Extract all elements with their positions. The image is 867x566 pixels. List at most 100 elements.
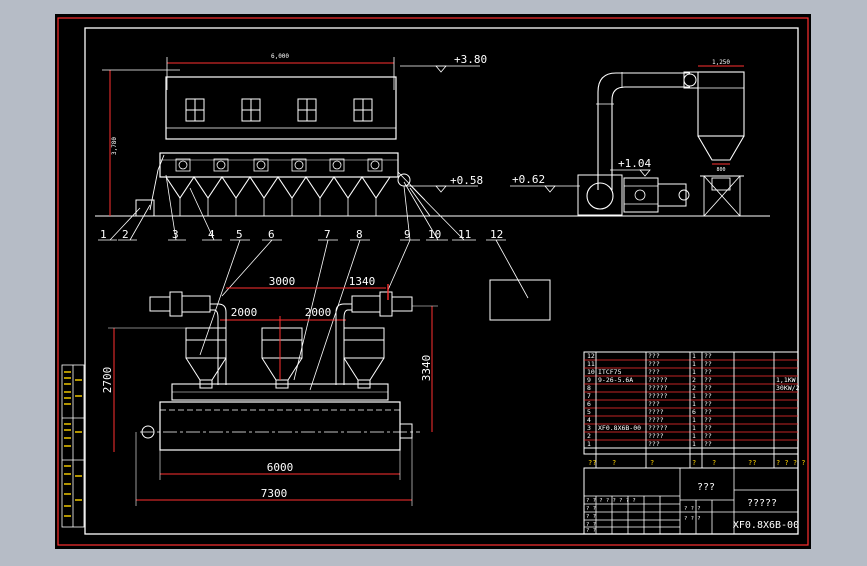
svg-text:? ?: ? ?: [586, 528, 596, 534]
bom-cell-mat: ??: [704, 416, 712, 424]
svg-text:? ?: ? ?: [586, 506, 596, 512]
control-cabinet-box: [489, 279, 551, 321]
bom-cell-no: 2: [587, 432, 591, 440]
dim-3340: 3340: [420, 355, 433, 382]
bom-cell-mat: ??: [704, 440, 712, 448]
callout-10: 10: [428, 228, 441, 241]
bom-cell-no: 11: [587, 360, 595, 368]
left-title-strip: [61, 364, 85, 528]
bom-cell-qty: 1: [692, 424, 696, 432]
bom-cell-no: 9: [587, 376, 591, 384]
bom-cell-mat: ??: [704, 352, 712, 360]
svg-text:? ?: ? ?: [586, 514, 596, 520]
elev-bed: +0.58: [450, 174, 483, 187]
bom-cell-code: 9-26-5.6A: [598, 376, 633, 384]
title-block: ??? ????? XF0.8X6B-00 ? ? ? ? ? ? ? ? ? …: [583, 467, 799, 535]
bom-cell-mat: ??: [704, 368, 712, 376]
callout-4: 4: [208, 228, 215, 241]
callout-8: 8: [356, 228, 363, 241]
bom-cell-name: ???: [648, 352, 660, 360]
bom-cell-name: ?????: [648, 376, 668, 384]
bom-cell-qty: 1: [692, 432, 696, 440]
callout-1: 1: [100, 228, 107, 241]
dim-hood-label: 1,250: [712, 59, 730, 66]
elev-fan: +0.62: [512, 173, 545, 186]
bom-cell-no: 5: [587, 408, 591, 416]
bom-cell-mat: ??: [704, 376, 712, 384]
bom-cell-mat: ??: [704, 408, 712, 416]
dim-3000: 3000: [269, 275, 296, 288]
dim-small-label: 800: [716, 167, 725, 173]
bom-cell-name: ???: [648, 360, 660, 368]
dim-6000: 6000: [267, 461, 294, 474]
bom-header-2: ?: [650, 459, 654, 467]
bom-cell-mat: ??: [704, 384, 712, 392]
drawing-number: XF0.8X6B-00: [733, 520, 799, 531]
bom-cell-qty: 2: [692, 376, 696, 384]
callout-5: 5: [236, 228, 243, 241]
svg-text:? ? ?: ? ? ?: [684, 516, 701, 522]
bom-cell-name: ????: [648, 416, 664, 424]
bom-cell-mat: ??: [704, 400, 712, 408]
bom-cell-no: 8: [587, 384, 591, 392]
bom-cell-no: 7: [587, 392, 591, 400]
callout-3: 3: [172, 228, 179, 241]
bom-cell-mat: ??: [704, 424, 712, 432]
bom-header-3: ?: [692, 459, 696, 467]
bom-cell-qty: 1: [692, 400, 696, 408]
left-strip-ticks: [64, 371, 82, 517]
bom-cell-qty: 1: [692, 392, 696, 400]
callout-7: 7: [324, 228, 331, 241]
outer-frame: [57, 17, 809, 546]
bom-cell-no: 1: [587, 440, 591, 448]
inner-frame: [84, 27, 799, 535]
bom-cell-qty: 1: [692, 352, 696, 360]
bom-header-0: ??: [588, 459, 596, 467]
bom-cell-note: 30KW/2: [776, 384, 800, 392]
bom-header-1: ?: [612, 459, 616, 467]
bom-cell-qty: 6: [692, 408, 696, 416]
side-elevation: 6,000 3,780: [95, 53, 770, 217]
callout-11: 11: [458, 228, 471, 241]
bom-cell-name: ?????: [648, 384, 668, 392]
bom-cell-no: 12: [587, 352, 595, 360]
callout-9: 9: [404, 228, 411, 241]
dim-1340: 1340: [349, 275, 376, 288]
bom-cell-name: ???: [648, 368, 660, 376]
bom-cell-mat: ??: [704, 360, 712, 368]
title-cn2: ?????: [747, 498, 777, 509]
callout-6: 6: [268, 228, 275, 241]
bom-cell-code: ITCF75: [598, 368, 622, 376]
bom-cell-name: ?????: [648, 392, 668, 400]
bom-cell-qty: 1: [692, 360, 696, 368]
bom-cell-mat: ??: [704, 432, 712, 440]
bom-cell-name: ???: [648, 400, 660, 408]
bom-cell-code: XF0.8X6B-00: [598, 424, 641, 432]
bom-header-4: ?: [712, 459, 716, 467]
bom-cell-no: 3: [587, 424, 591, 432]
bom-cell-name: ????: [648, 408, 664, 416]
svg-text:? ? ? ? ? ? ? ?: ? ? ? ? ? ? ? ?: [586, 498, 636, 504]
bom-cell-note: 1,1KW: [776, 376, 796, 384]
dim-height-label: 3,780: [111, 137, 118, 155]
plan-view: 3000 1340 2000 2000: [101, 275, 438, 506]
bom-header-6: ? ? ? ?: [776, 459, 806, 467]
svg-text:? ? ?: ? ? ?: [684, 506, 701, 512]
elev-heater: +1.04: [618, 157, 651, 170]
title-cn: ???: [697, 482, 715, 493]
drawing-sheet: [55, 14, 811, 549]
dim-7300: 7300: [261, 487, 288, 500]
bom-cell-no: 10: [587, 368, 595, 376]
bom-cell-no: 6: [587, 400, 591, 408]
dim-length-label: 6,000: [271, 53, 289, 60]
bom-header-5: ??: [748, 459, 756, 467]
callout-12: 12: [490, 228, 503, 241]
callout-2: 2: [122, 228, 129, 241]
callout-numbers: 1 2 3 4 5 6 7 8 9 10 11 12: [100, 228, 503, 241]
svg-text:? ?: ? ?: [586, 522, 596, 528]
dim-2000b: 2000: [305, 306, 332, 319]
bom-cell-name: ?????: [648, 424, 668, 432]
bom-cell-qty: 1: [692, 416, 696, 424]
